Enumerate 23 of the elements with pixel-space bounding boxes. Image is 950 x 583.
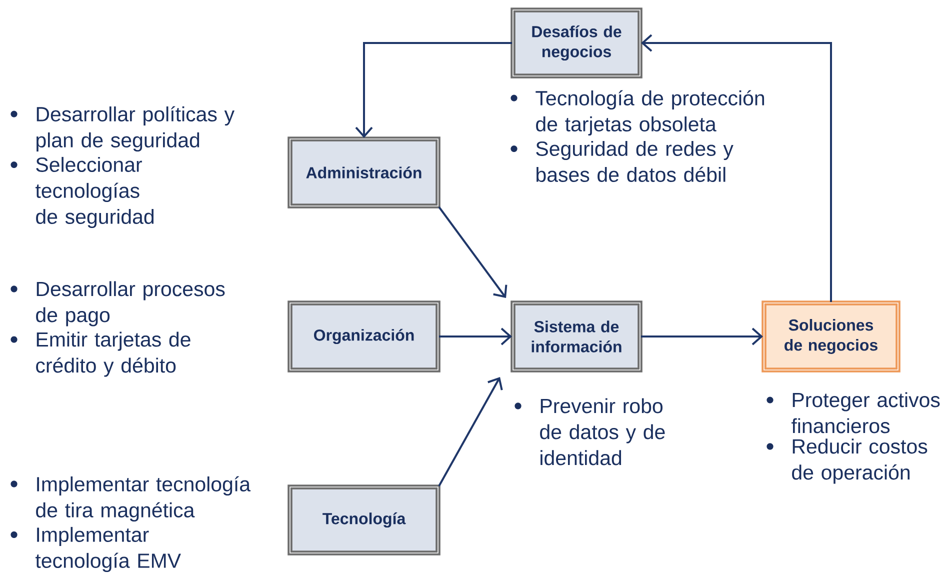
process-box: Desafíos de negocios [510, 8, 642, 78]
bullet-item: Prevenir robo de datos y de identidad [540, 398, 665, 466]
bullet-item: Seguridad de redes y bases de datos débil [536, 140, 734, 182]
arrow [355, 42, 512, 138]
arrow [439, 328, 512, 346]
process-box: Sistema de información [510, 300, 642, 372]
bullet-item: Implementar tecnología EMV [36, 526, 181, 572]
process-box: Organización [288, 300, 440, 372]
bullet-item: Tecnología de protección de tarjetas obsoleta [536, 90, 764, 136]
process-box: Soluciones de negocios [762, 300, 900, 372]
bullet-item: Proteger activos financieros [792, 392, 940, 434]
process-box: Tecnología [288, 484, 440, 556]
bullet-item: Reducir costos de operación [792, 438, 928, 484]
arrow [438, 376, 503, 486]
bullet-item: Desarrollar políticas y plan de seguridad [36, 106, 234, 152]
bullet-item: Desarrollar procesos de pago [36, 281, 225, 326]
arrow [641, 328, 763, 346]
bullet-item: Seleccionar tecnologías de seguridad [36, 156, 154, 228]
bullet-item: Implementar tecnología de tira magnética [36, 476, 251, 522]
process-box: Administración [288, 136, 440, 208]
arrow [438, 206, 508, 298]
arrow [641, 34, 832, 302]
bullet-item: Emitir tarjetas de crédito y débito [36, 332, 190, 377]
